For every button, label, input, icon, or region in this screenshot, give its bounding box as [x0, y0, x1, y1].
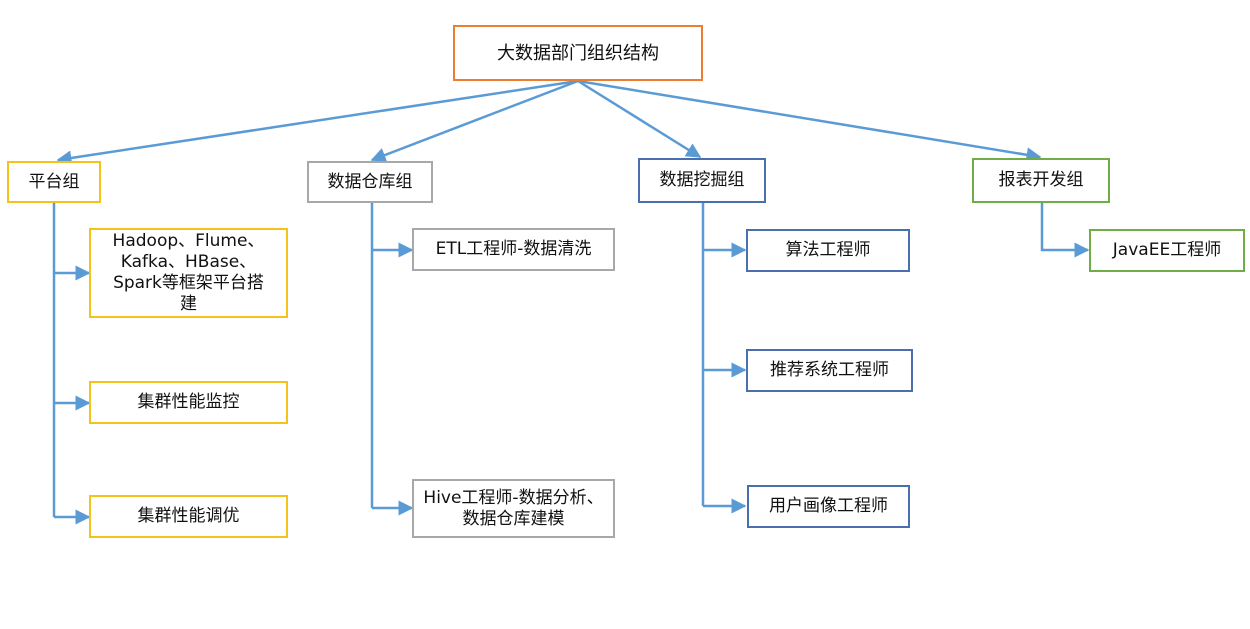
platform-framework-node: Hadoop、Flume、 Kafka、HBase、 Spark等框架平台搭 建: [89, 228, 288, 318]
root-node: 大数据部门组织结构: [453, 25, 703, 81]
edge-report-to-javaee: [1040, 203, 1090, 258]
mining-group-node: 数据挖掘组: [638, 158, 766, 203]
mining-user-profile-node: 用户画像工程师: [747, 485, 910, 528]
warehouse-hive-node: Hive工程师-数据分析、 数据仓库建模: [412, 479, 615, 538]
report-javaee-node: JavaEE工程师: [1089, 229, 1245, 272]
platform-tuning-node: 集群性能调优: [89, 495, 288, 538]
edge-root-to-report-group: [577, 79, 1042, 163]
mining-recommendation-node: 推荐系统工程师: [746, 349, 913, 392]
warehouse-group-node: 数据仓库组: [307, 161, 433, 203]
platform-monitoring-node: 集群性能监控: [89, 381, 288, 424]
platform-group-node: 平台组: [7, 161, 101, 203]
warehouse-etl-node: ETL工程师-数据清洗: [412, 228, 615, 271]
mining-algorithm-node: 算法工程师: [746, 229, 910, 272]
report-group-node: 报表开发组: [972, 158, 1110, 203]
edge-root-to-platform-group: [56, 79, 579, 166]
edge-root-to-mining-group: [577, 79, 702, 159]
edge-root-to-warehouse-group: [370, 79, 579, 163]
